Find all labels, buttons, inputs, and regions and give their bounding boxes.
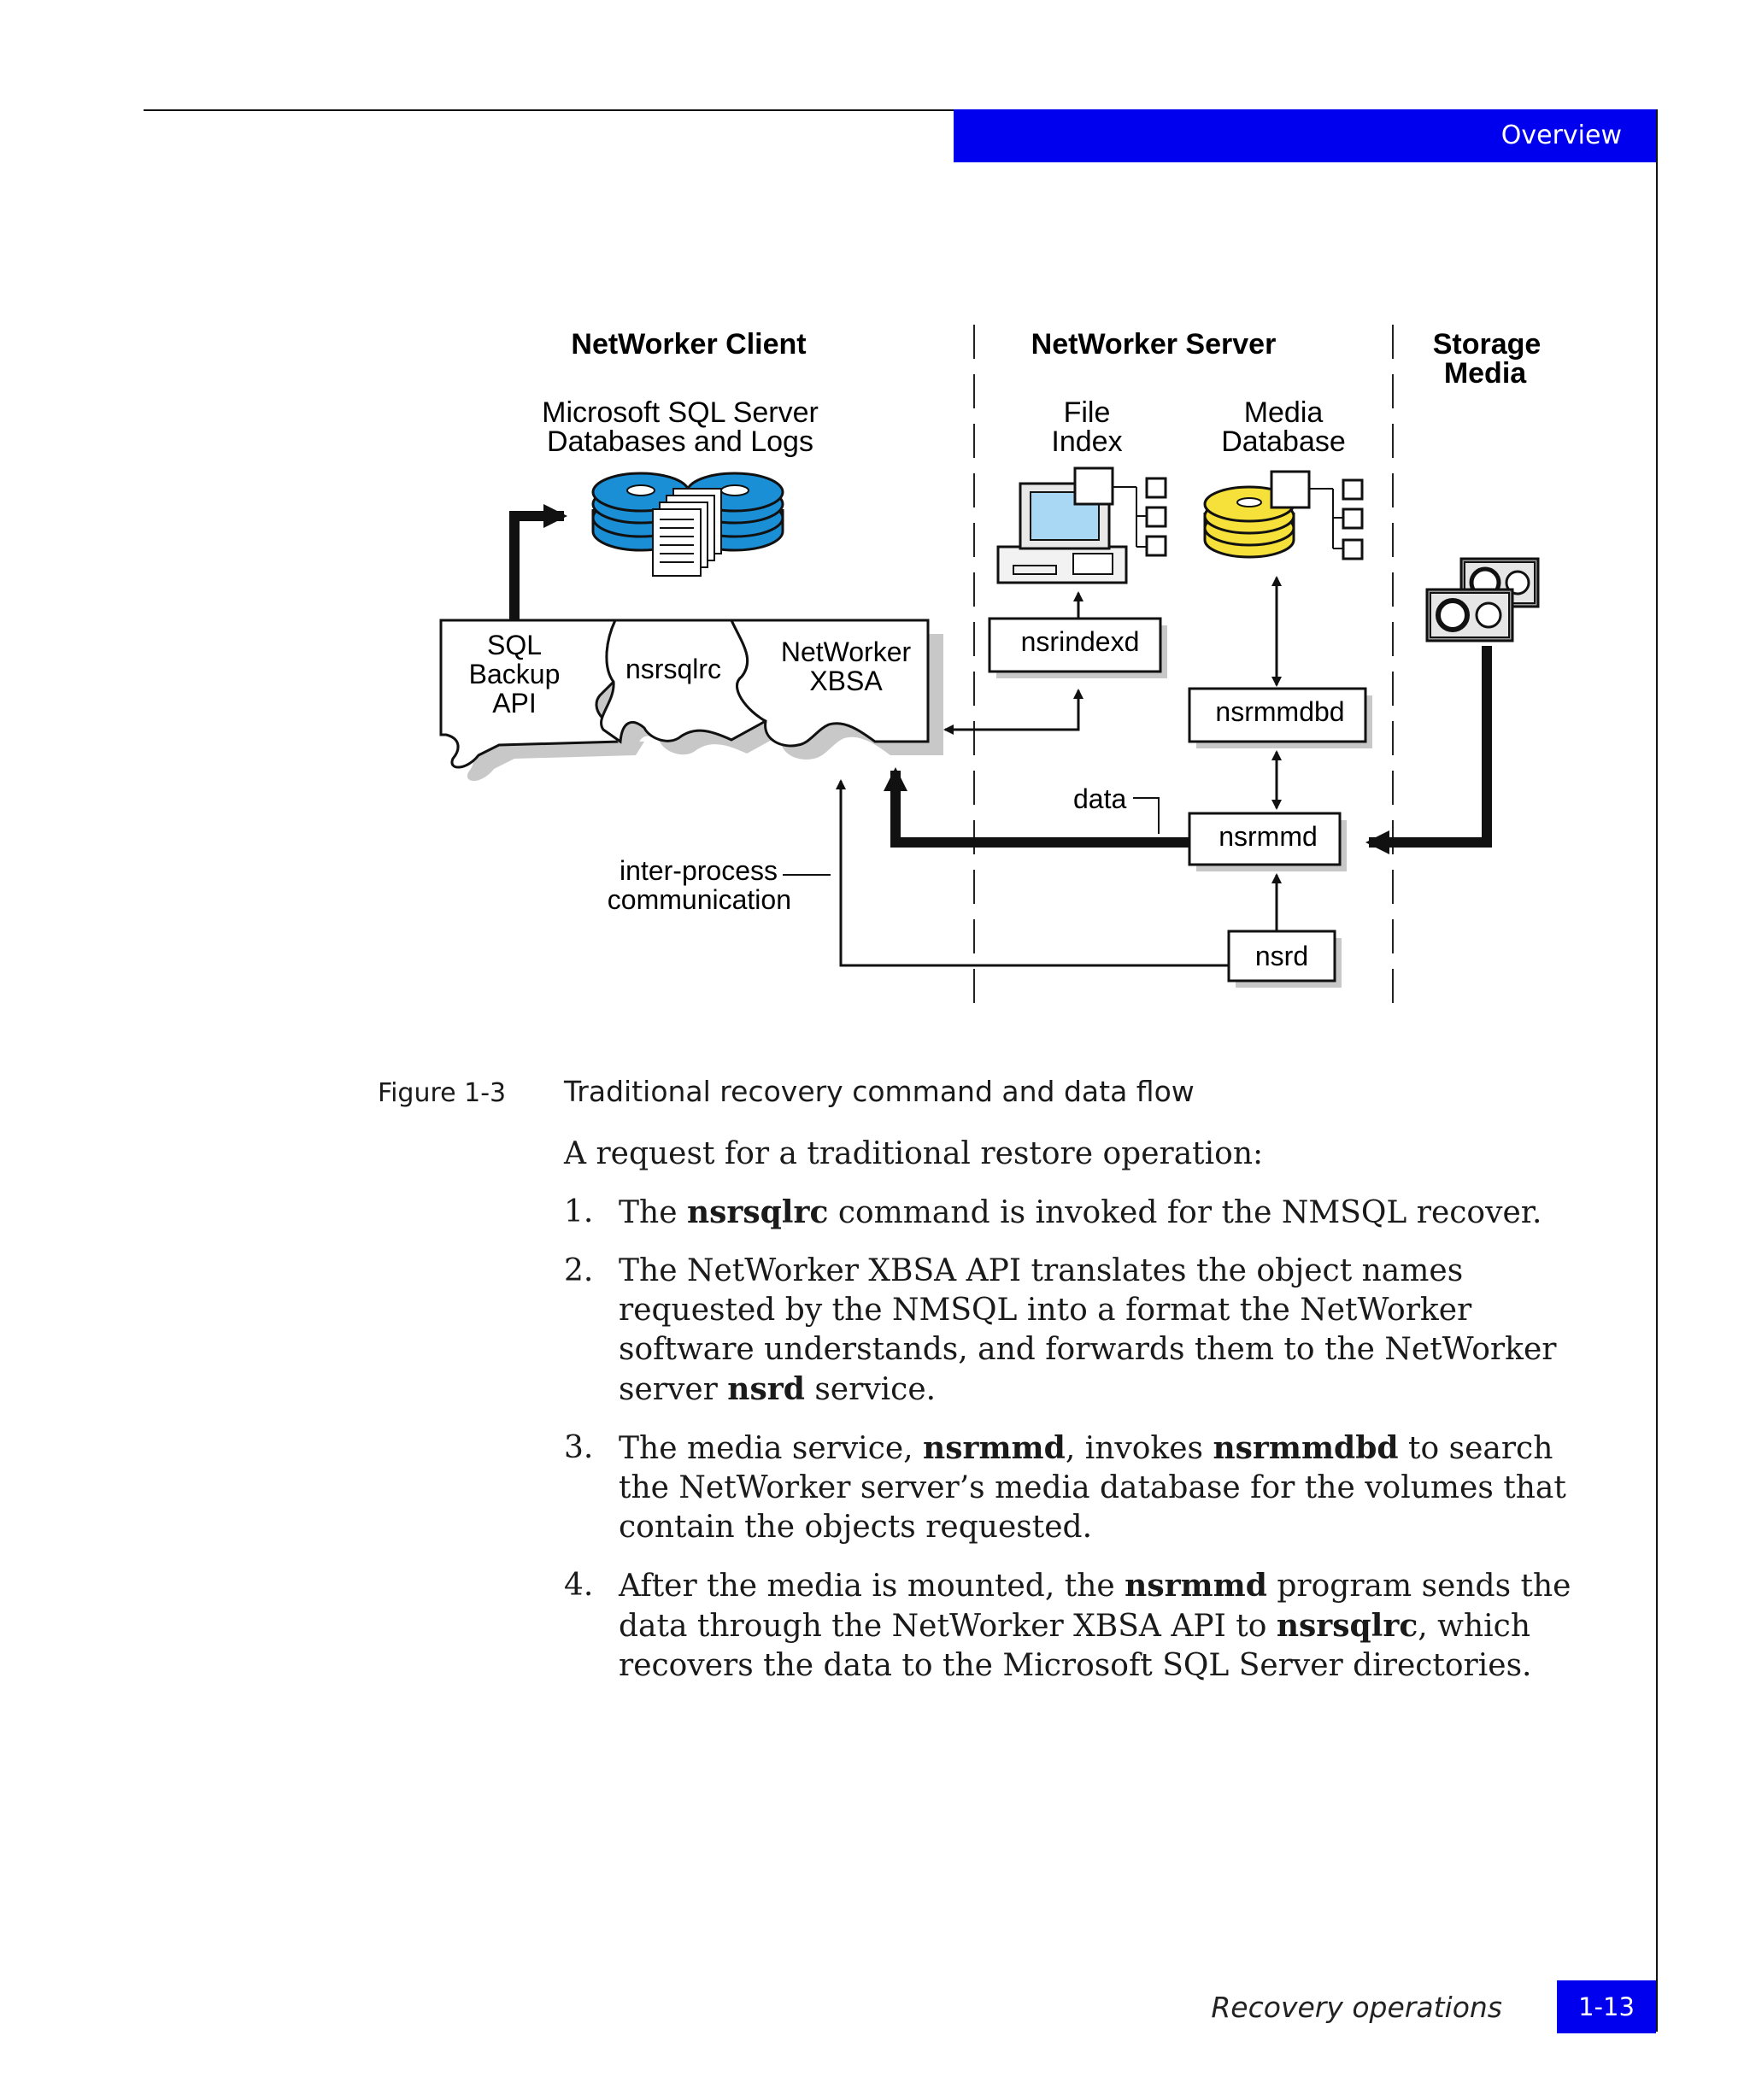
- documents-icon: [652, 488, 722, 577]
- list-item: 1. The nsrsqlrc command is invoked for th…: [564, 1193, 1572, 1233]
- column-title-client: NetWorker Client: [571, 328, 806, 361]
- sql-db-label-2: Databases and Logs: [547, 425, 813, 458]
- sql-db-label: Microsoft SQL Server: [542, 396, 819, 429]
- list-item-text: to search the NetWorker server’s media d…: [619, 1431, 1566, 1545]
- page-number: 1-13: [1578, 1992, 1635, 2021]
- sql-api-label: SQL: [487, 630, 542, 660]
- steps-list: 1. The nsrsqlrc command is invoked for th…: [564, 1193, 1572, 1686]
- footer-chapter-title: Recovery operations: [1211, 1991, 1502, 2024]
- data-flow-label: data: [1073, 783, 1126, 814]
- ipc-label-2: communication: [608, 884, 791, 915]
- media-database-tree-icon: [1309, 478, 1364, 560]
- file-index-tree-icon: [1113, 477, 1167, 557]
- computer-icon: [996, 466, 1128, 584]
- media-db-label: Media: [1244, 396, 1324, 429]
- section-tab: Overview: [954, 109, 1658, 162]
- list-item-bold: nsrmmdbd: [1213, 1430, 1399, 1466]
- page-number-box: 1-13: [1557, 1980, 1656, 2033]
- column-title-server: NetWorker Server: [1031, 328, 1277, 361]
- nsrmmd-label: nsrmmd: [1219, 821, 1318, 852]
- nsrmmd-to-xbsa-data-arrow: [884, 767, 1189, 848]
- nsrd-to-xbsa-ipc-arrow: [836, 779, 1229, 967]
- list-item-bold: nsrd: [727, 1371, 805, 1407]
- list-item-text: command is invoked for the NMSQL recover…: [828, 1195, 1542, 1230]
- intro-paragraph: A request for a traditional restore oper…: [564, 1136, 1264, 1171]
- list-item-number: 3.: [564, 1430, 594, 1465]
- nsrmmd-box: [1188, 812, 1347, 871]
- data-label-leader: [1133, 797, 1160, 834]
- body-text: A request for a traditional restore oper…: [564, 1135, 1572, 1704]
- nsrsqlrc-label: nsrsqlrc: [625, 654, 721, 684]
- nsrindexd-box: [988, 617, 1167, 678]
- column-title-storage-2: Media: [1444, 357, 1527, 390]
- nsrd-label: nsrd: [1255, 941, 1308, 971]
- list-item: 2. The NetWorker XBSA API translates the …: [564, 1252, 1572, 1410]
- list-item-text: program sends the data through the NetWo…: [619, 1569, 1571, 1644]
- list-item-number: 1.: [564, 1194, 594, 1229]
- sql-api-label-3: API: [492, 688, 537, 719]
- list-item-text: , invokes: [1065, 1431, 1213, 1466]
- list-item-bold: nsrsqlrc: [1276, 1608, 1418, 1644]
- list-item-number: 4.: [564, 1568, 594, 1603]
- list-item-bold: nsrmmd: [1125, 1568, 1267, 1604]
- list-item-bold: nsrmmd: [923, 1430, 1066, 1466]
- media-database-disks-icon: [1203, 470, 1311, 559]
- ipc-label: inter-process: [620, 855, 778, 886]
- storage-tape-icon: [1425, 557, 1540, 642]
- xbsa-label-2: XBSA: [809, 666, 883, 696]
- page-right-rule: [1656, 109, 1658, 2032]
- client-process-puzzle: [439, 619, 943, 782]
- restore-to-database-arrow: [509, 504, 567, 620]
- section-title: Overview: [1500, 120, 1622, 150]
- figure-title: Traditional recovery command and data fl…: [564, 1075, 1195, 1108]
- list-item: 4. After the media is mounted, the nsrmmd…: [564, 1566, 1572, 1686]
- sql-api-label-2: Backup: [469, 659, 561, 689]
- nsrindexd-label: nsrindexd: [1021, 626, 1140, 657]
- recovery-flow-diagram: NetWorker Client NetWorker Server Storag…: [439, 325, 1542, 1008]
- list-item-text: , which recovers the data to the Microso…: [619, 1609, 1532, 1683]
- list-item-text: The NetWorker XBSA API translates the ob…: [619, 1253, 1557, 1407]
- xbsa-label: NetWorker: [781, 636, 912, 667]
- nsrmmdbd-label: nsrmmdbd: [1215, 696, 1344, 727]
- xbsa-nsrindexd-arrow: [943, 690, 1080, 735]
- figure-number: Figure 1-3: [378, 1078, 507, 1108]
- puzzle-piece-xbsa: [729, 619, 930, 748]
- storage-to-nsrmmd-data-arrow: [1365, 646, 1492, 854]
- header-rule: [144, 109, 954, 111]
- column-title-storage: Storage: [1433, 328, 1542, 361]
- media-db-label-2: Database: [1221, 425, 1346, 458]
- list-item-text: The media service,: [619, 1431, 924, 1466]
- list-item: 3. The media service, nsrmmd, invokes nsr…: [564, 1428, 1572, 1547]
- list-item-number: 2.: [564, 1253, 594, 1288]
- nsrmmdbd-box: [1188, 687, 1372, 748]
- list-item-text: The: [619, 1195, 687, 1230]
- list-item-bold: nsrsqlrc: [686, 1194, 829, 1230]
- file-index-label: File: [1064, 396, 1111, 429]
- list-item-text: service.: [804, 1372, 937, 1407]
- nsrd-box: [1227, 930, 1342, 988]
- file-index-label-2: Index: [1051, 425, 1122, 458]
- list-item-text: After the media is mounted, the: [619, 1569, 1125, 1604]
